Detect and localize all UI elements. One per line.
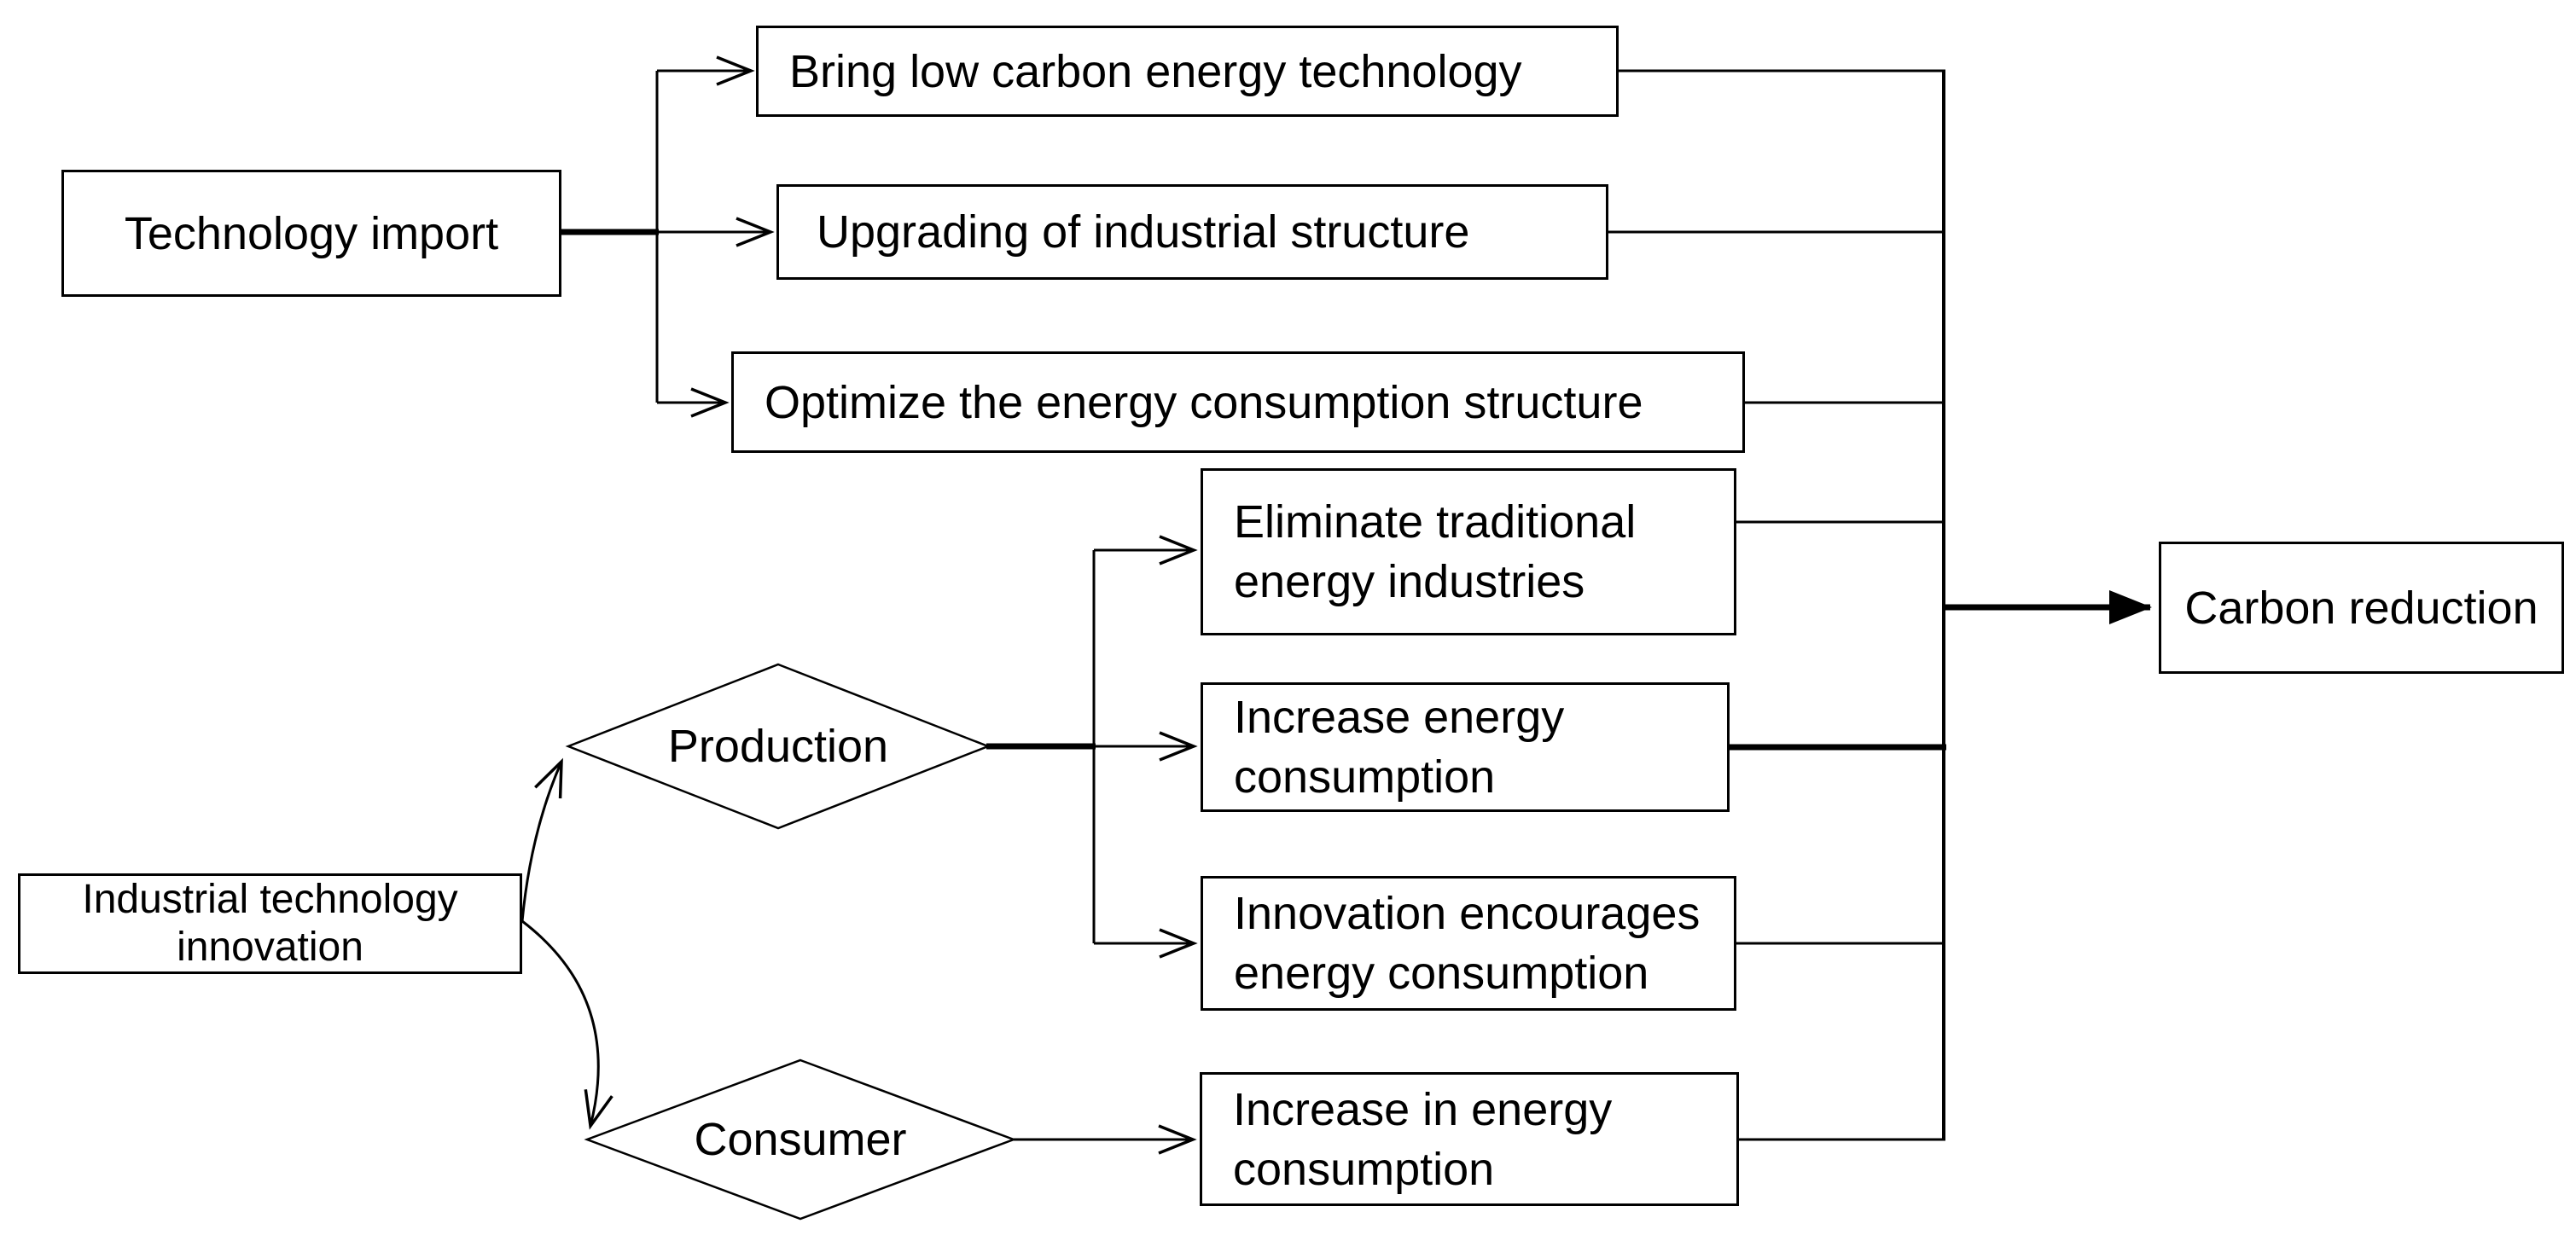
node-industrial-innovation: Industrial technology innovation <box>18 873 522 974</box>
node-optimize-energy: Optimize the energy consumption structur… <box>731 351 1745 453</box>
node-bring-low-carbon-label: Bring low carbon energy technology <box>789 45 1522 97</box>
node-increase-in-energy-line1: Increase in energy <box>1233 1083 1613 1135</box>
node-eliminate-traditional-line1: Eliminate traditional <box>1234 496 1637 548</box>
node-production-label: Production <box>568 721 988 772</box>
edge-indtech-to-production <box>520 757 563 922</box>
node-consumer-label: Consumer <box>587 1114 1014 1165</box>
node-increase-energy-line2: consumption <box>1234 751 1496 803</box>
node-increase-in-energy-line2: consumption <box>1233 1143 1495 1195</box>
node-industrial-innovation-line1: Industrial technology <box>82 877 458 922</box>
edge-indtech-to-consumer <box>521 919 613 1130</box>
node-upgrading-industrial-label: Upgrading of industrial structure <box>817 206 1470 258</box>
node-carbon-reduction: Carbon reduction <box>2159 542 2564 674</box>
node-optimize-energy-label: Optimize the energy consumption structur… <box>765 376 1643 428</box>
production-label-text: Production <box>667 721 889 772</box>
node-industrial-innovation-line2: innovation <box>177 925 363 970</box>
node-bring-low-carbon: Bring low carbon energy technology <box>756 26 1619 117</box>
node-innovation-encourages-line1: Innovation encourages <box>1234 888 1701 939</box>
node-eliminate-traditional: Eliminate traditional energy industries <box>1201 468 1736 635</box>
consumer-diamond-shape <box>584 1058 1017 1221</box>
consumer-label-text: Consumer <box>694 1114 907 1165</box>
node-increase-in-energy: Increase in energy consumption <box>1200 1072 1739 1206</box>
node-increase-energy: Increase energy consumption <box>1201 682 1730 812</box>
node-increase-energy-line1: Increase energy <box>1234 692 1565 743</box>
node-technology-import: Technology import <box>61 170 561 297</box>
node-eliminate-traditional-line2: energy industries <box>1234 556 1585 607</box>
node-innovation-encourages-line2: energy consumption <box>1234 948 1649 999</box>
node-upgrading-industrial: Upgrading of industrial structure <box>776 184 1608 280</box>
node-carbon-reduction-label: Carbon reduction <box>2184 582 2538 634</box>
node-technology-import-label: Technology import <box>124 207 499 259</box>
production-diamond-shape <box>565 663 991 830</box>
node-innovation-encourages: Innovation encourages energy consumption <box>1201 876 1736 1011</box>
